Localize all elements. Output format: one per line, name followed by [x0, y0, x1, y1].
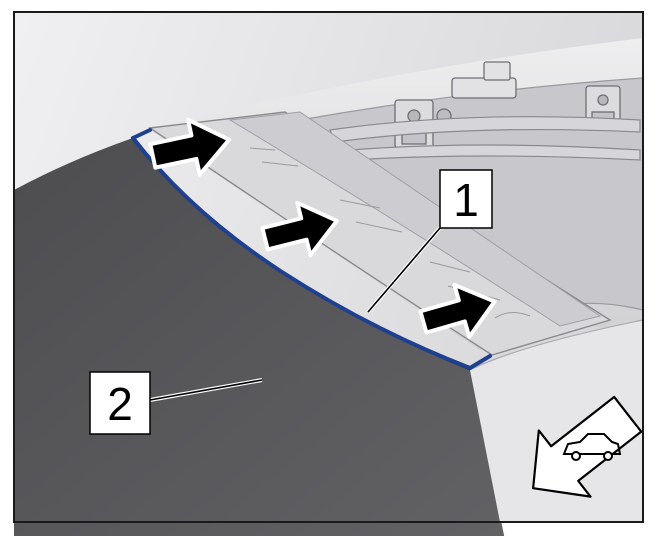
- push-arrow-icon: [418, 282, 497, 339]
- callout-1: 1: [439, 169, 493, 229]
- diagram-border: [13, 11, 644, 523]
- windshield-seal: [131, 136, 492, 371]
- push-arrow-icon: [148, 117, 232, 177]
- push-arrow-icon: [260, 200, 339, 258]
- car-forward-arrow-icon: [532, 395, 643, 498]
- cowl-surface: [470, 320, 643, 522]
- callout-1-label: 1: [453, 174, 479, 226]
- drawing-area: 1 2: [14, 12, 644, 536]
- seal-top-end: [131, 128, 152, 140]
- cowl-edge: [469, 319, 644, 371]
- flange-inner-step: [228, 111, 602, 327]
- leader-line-1: [367, 227, 441, 313]
- leader-line-2: [149, 379, 263, 401]
- car-pictogram-icon: [562, 433, 622, 461]
- callout-2-label: 2: [107, 378, 133, 430]
- roof-crossbar: [329, 116, 641, 161]
- roof-bracket-center: [436, 61, 517, 124]
- callout-2: 2: [89, 371, 151, 435]
- windshield-glass: [14, 138, 505, 536]
